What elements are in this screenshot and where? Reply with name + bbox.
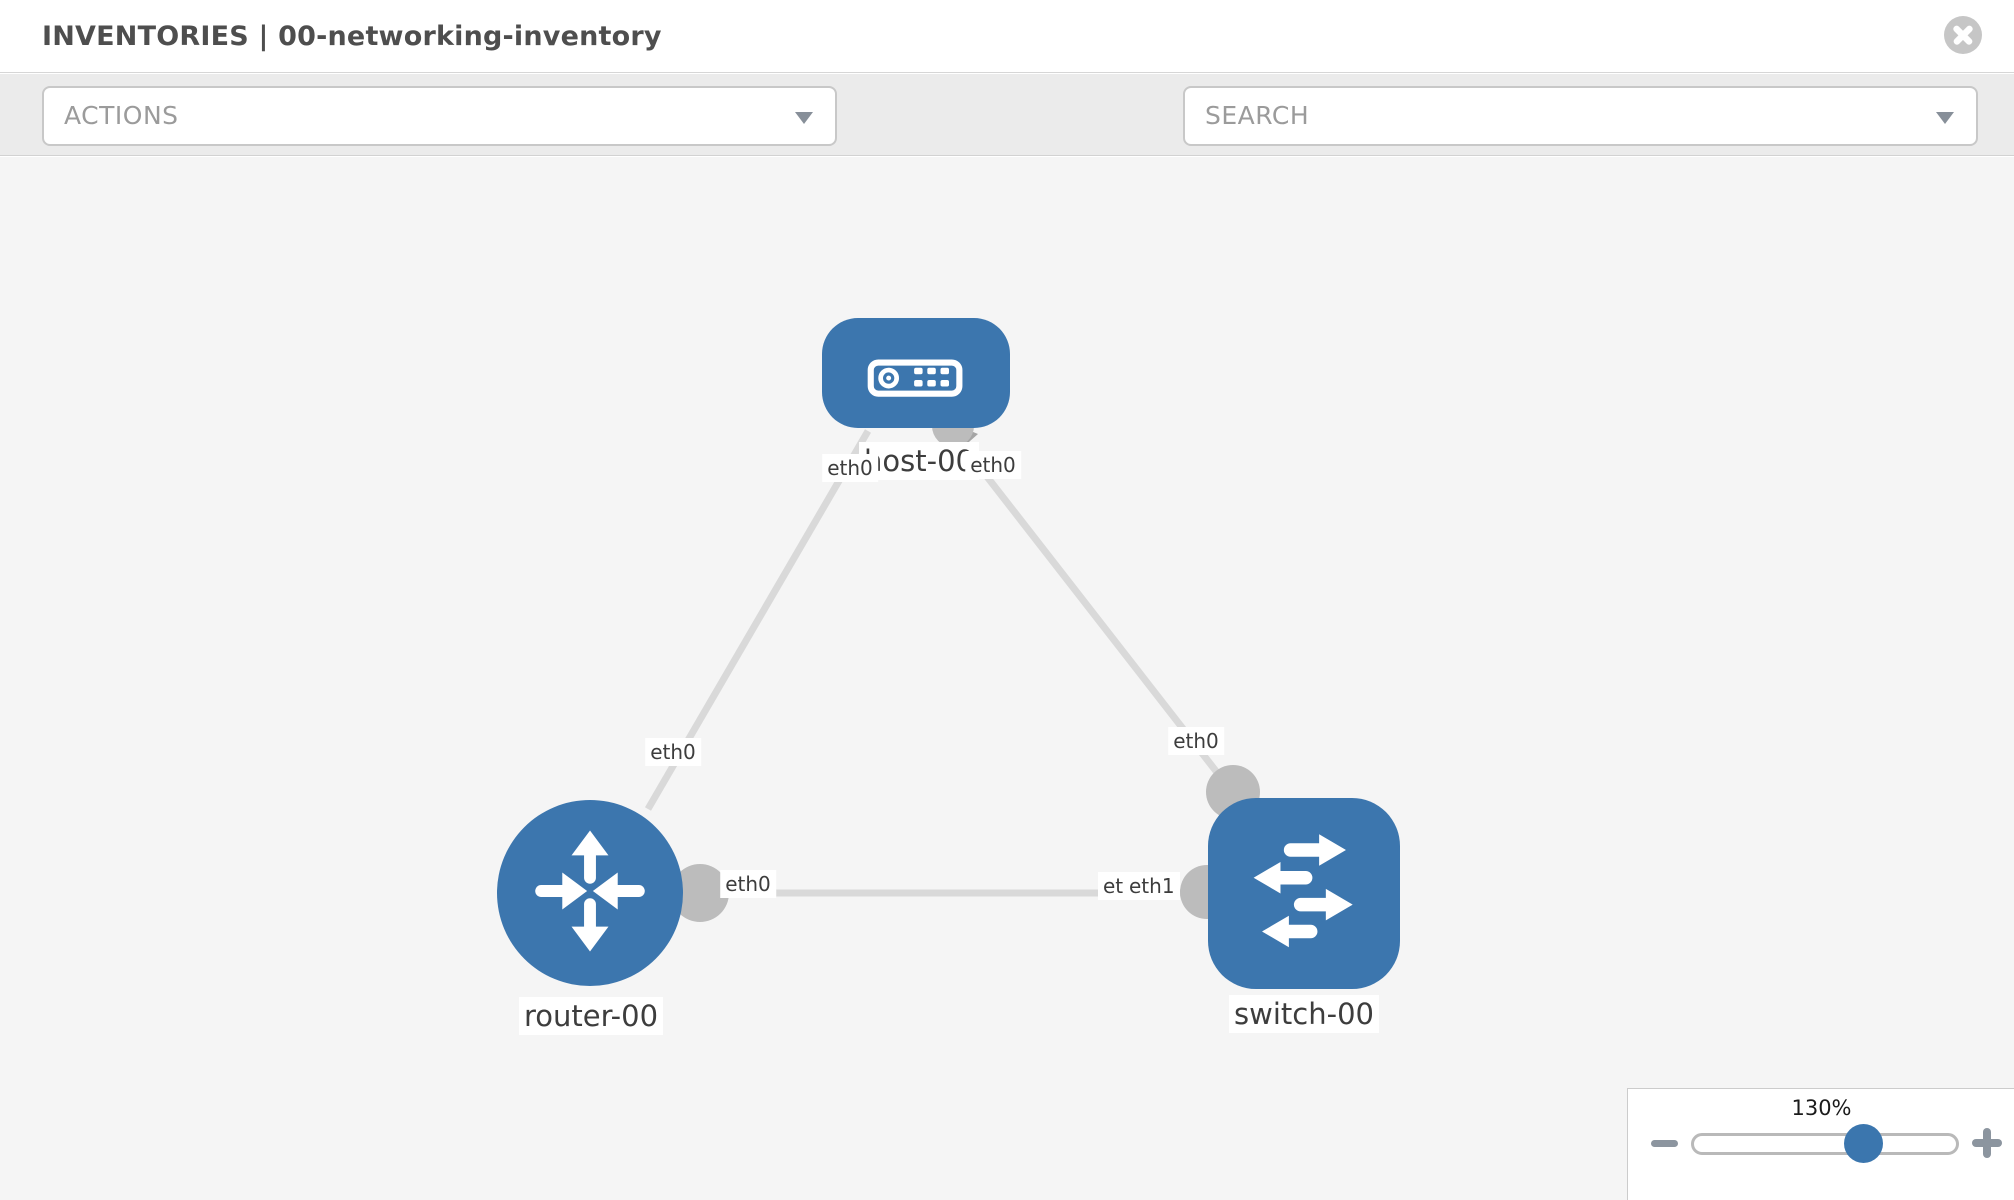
node-host[interactable] bbox=[822, 318, 1010, 428]
chevron-down-icon bbox=[1936, 112, 1954, 124]
node-switch[interactable] bbox=[1208, 798, 1400, 989]
topology-canvas[interactable]: host-00 router-00 switch-00 eth0 eth0 et… bbox=[0, 157, 2014, 1200]
port-label-switch-top-link: eth0 bbox=[1168, 727, 1224, 755]
zoom-value: 130% bbox=[1791, 1096, 1852, 1120]
port-label-host-left: eth0 bbox=[822, 454, 878, 482]
minus-icon bbox=[1651, 1140, 1678, 1147]
node-label-host: host-00 bbox=[859, 442, 979, 480]
actions-dropdown-label: ACTIONS bbox=[64, 101, 179, 130]
zoom-slider-track[interactable] bbox=[1691, 1133, 1959, 1155]
host-icon bbox=[854, 338, 978, 408]
close-icon bbox=[1943, 16, 1983, 58]
zoom-in-button[interactable] bbox=[1970, 1126, 2004, 1160]
switch-icon bbox=[1220, 808, 1388, 980]
page-header: INVENTORIES | 00-networking-inventory bbox=[0, 0, 2014, 73]
chevron-down-icon bbox=[795, 112, 813, 124]
zoom-out-button[interactable] bbox=[1648, 1126, 1682, 1160]
port-label-host-right: eth0 bbox=[965, 451, 1021, 479]
close-button[interactable] bbox=[1943, 15, 1983, 55]
actions-dropdown[interactable]: ACTIONS bbox=[42, 86, 837, 146]
port-label-host-router-link: eth0 bbox=[645, 738, 701, 766]
search-dropdown[interactable]: SEARCH bbox=[1183, 86, 1978, 146]
node-label-switch: switch-00 bbox=[1229, 995, 1379, 1033]
node-router[interactable] bbox=[497, 800, 683, 986]
page-title: INVENTORIES | 00-networking-inventory bbox=[42, 21, 662, 52]
toolbar: ACTIONS SEARC bbox=[0, 74, 2014, 209]
port-label-switch-link-front: eth1 bbox=[1124, 872, 1180, 900]
zoom-slider-handle[interactable] bbox=[1844, 1124, 1883, 1163]
port-label-router-eth0: eth0 bbox=[720, 870, 776, 898]
router-icon bbox=[524, 825, 656, 961]
links-layer bbox=[644, 405, 1260, 922]
node-label-router: router-00 bbox=[518, 997, 664, 1035]
zoom-panel: 130% bbox=[1627, 1088, 2014, 1200]
search-dropdown-label: SEARCH bbox=[1205, 101, 1310, 130]
interface-circle-router bbox=[671, 864, 729, 922]
